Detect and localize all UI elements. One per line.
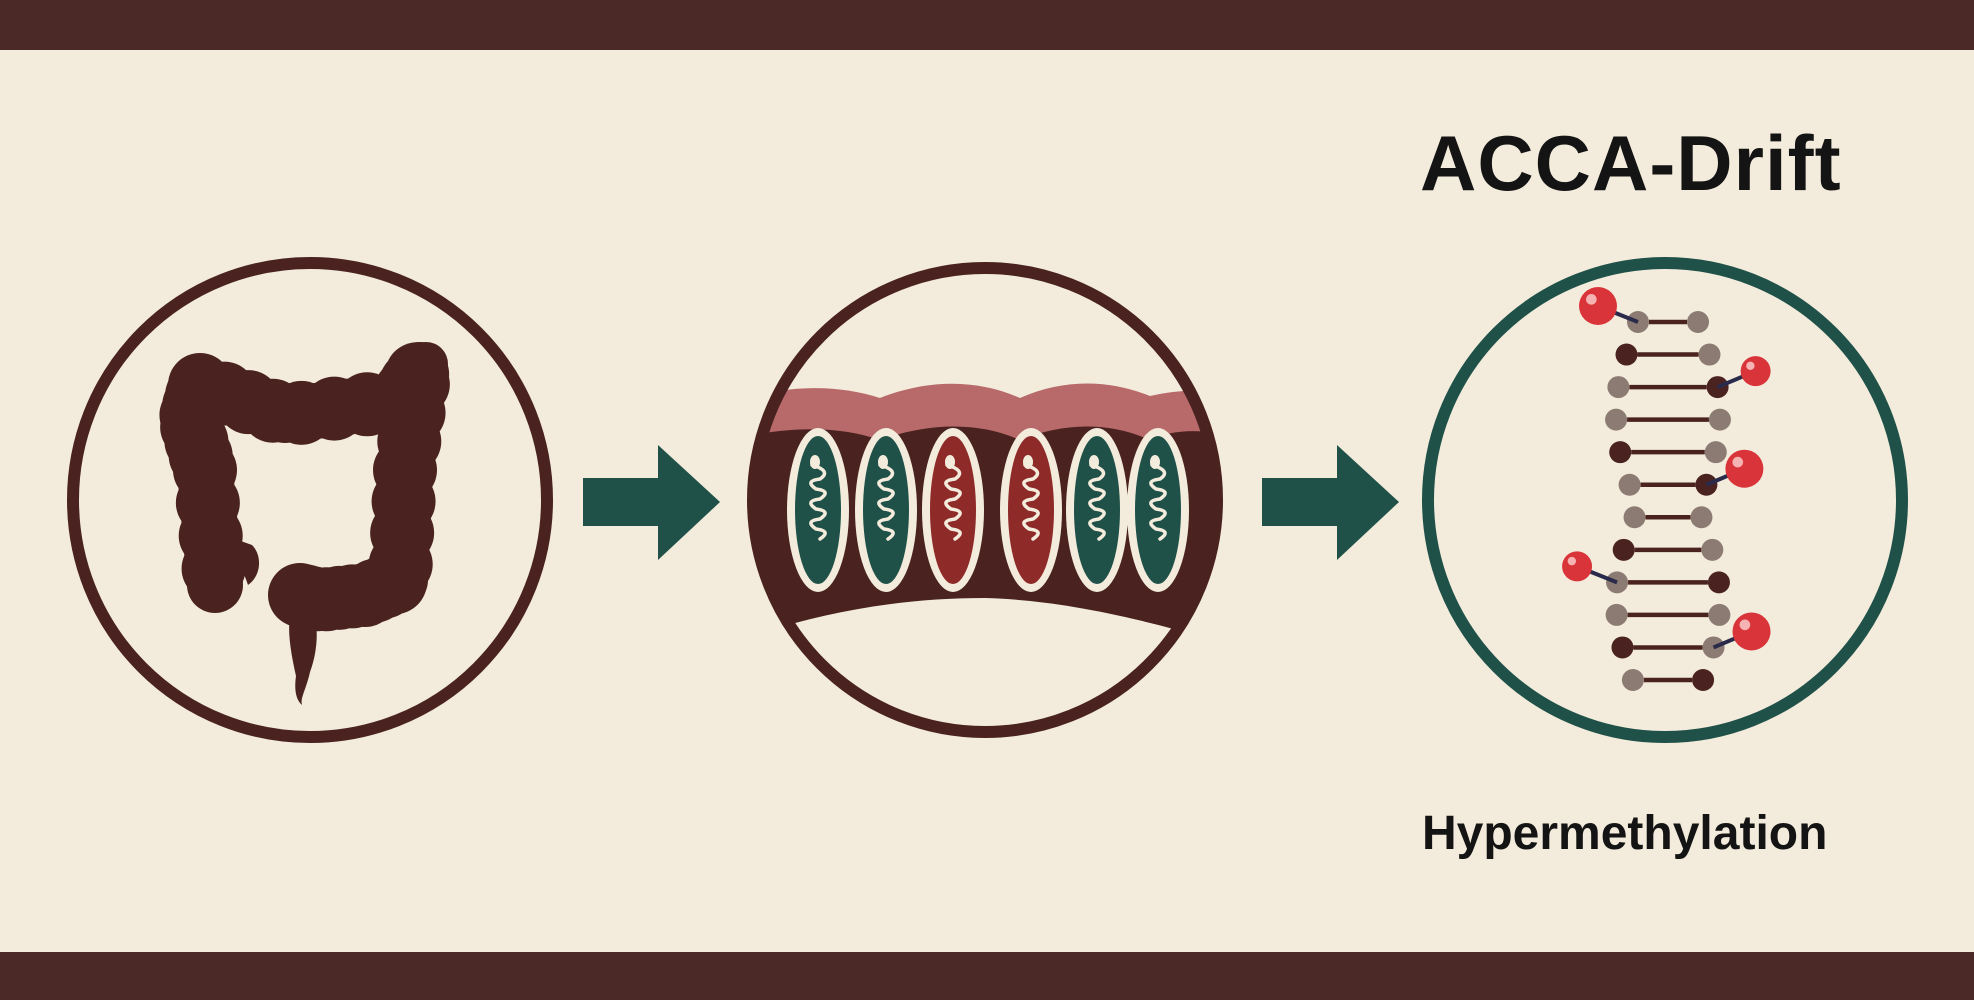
diagram-title: ACCA-Drift [1420,119,1842,207]
crypt [922,428,984,592]
arrow-right-icon [583,445,720,560]
crypt [855,428,917,592]
crypt [1127,428,1189,592]
tissue-panel-ring [747,262,1223,738]
panel-colon [67,257,553,743]
base-pair [1579,287,1709,333]
crypt [1000,428,1062,592]
base-pair [1623,506,1713,529]
base-pair [1605,603,1731,626]
tissue-crypts-icon [757,383,1213,645]
dna-panel-ring [1422,257,1908,743]
base-pair [1611,612,1771,659]
methyl-group-icon [1579,287,1639,325]
base-pair [1621,669,1715,691]
methyl-group-icon [1712,612,1771,651]
panel-tissue [747,262,1223,738]
colon-panel-ring [67,257,553,743]
panel-dna [1422,257,1908,743]
base-pair [1607,356,1771,399]
base-pair [1605,408,1731,431]
base-pair [1615,343,1721,366]
bottom-band [0,952,1974,1000]
methylated-dna-icon [1562,287,1771,691]
base-pair [1612,538,1724,561]
colon-icon [159,342,450,705]
base-pair [1562,551,1730,594]
base-pair [1609,441,1727,464]
crypt [787,428,849,592]
arrow-right-icon [1262,445,1399,560]
base-pair [1618,449,1764,496]
methyl-group-icon [1705,449,1764,488]
methyl-group-icon [1562,551,1618,585]
top-band [0,0,1974,50]
methyl-group-icon [1716,356,1771,389]
diagram-caption: Hypermethylation [1422,807,1828,860]
crypt [1066,428,1128,592]
